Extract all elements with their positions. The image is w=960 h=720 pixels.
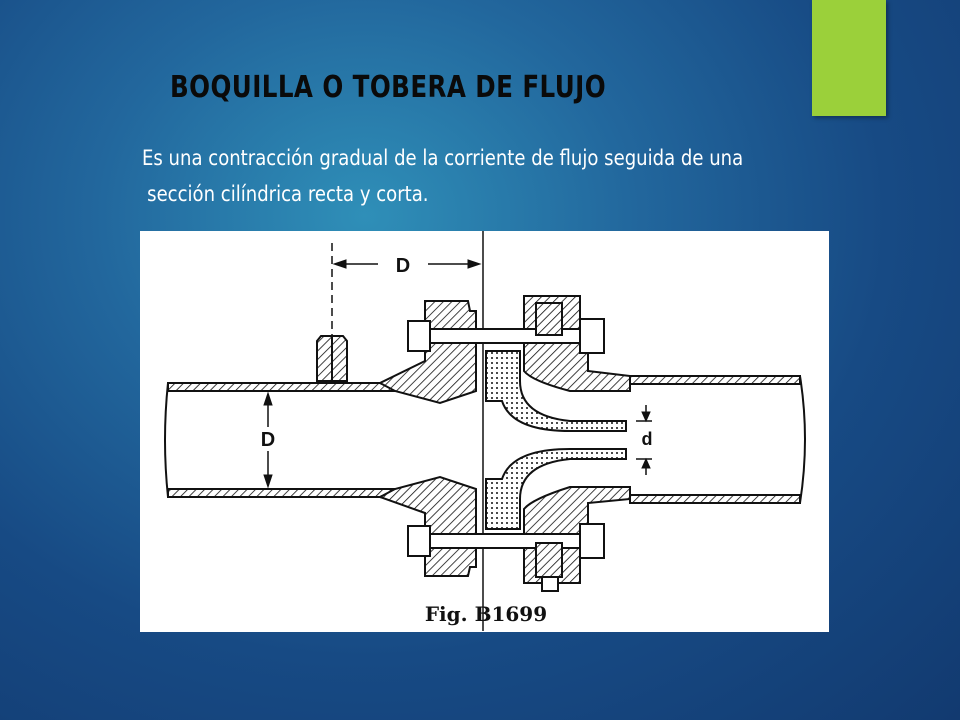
description-line-2: sección cilíndrica recta y corta.	[147, 182, 429, 206]
downstream-pipe	[629, 375, 806, 504]
slide-title: BOQUILLA O TOBERA DE FLUJO	[170, 70, 607, 105]
description-line-1: Es una contracción gradual de la corrien…	[142, 146, 744, 170]
nozzle-body	[485, 350, 627, 530]
dimension-label-d: d	[642, 429, 653, 449]
flange-bolts	[407, 302, 605, 592]
flow-nozzle-figure: D D	[140, 231, 829, 632]
dimension-d-throat	[636, 405, 652, 475]
slide-description: Es una contracción gradual de la corrien…	[142, 140, 761, 212]
pressure-tap	[316, 335, 348, 386]
upstream-pipe	[164, 382, 396, 498]
dimension-label-D-top: D	[396, 255, 410, 277]
accent-bar	[812, 0, 886, 116]
flow-nozzle-diagram: D D	[164, 231, 806, 631]
figure-caption: Fig. B1699	[425, 602, 547, 626]
dimension-D-pipe	[263, 391, 273, 489]
dimension-label-D-pipe: D	[261, 429, 275, 451]
